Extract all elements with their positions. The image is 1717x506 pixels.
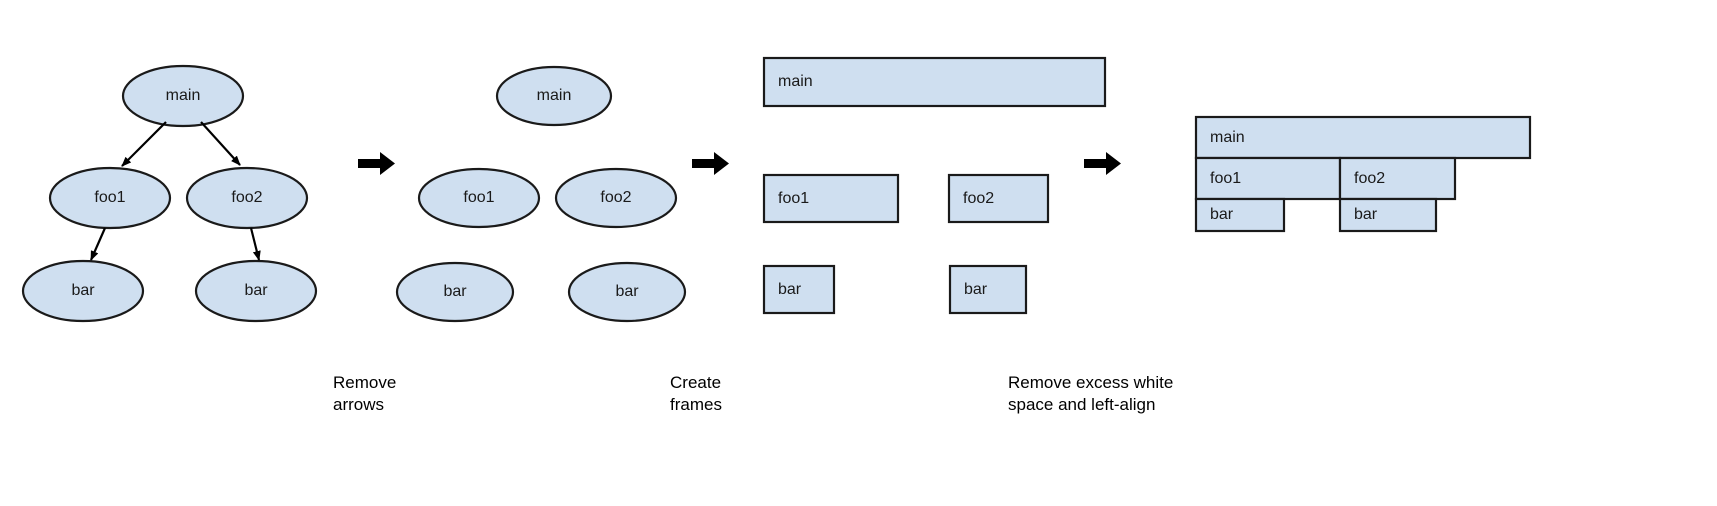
node-frame-foo2[interactable] [1338,156,1457,201]
node-ellipse-main[interactable] [495,65,613,127]
step-arrow-1-icon [358,152,395,175]
caption-remove-whitespace-line1: Remove excess white [1008,373,1174,392]
caption-create-frames: Create frames [670,372,722,416]
node-ellipse-foo2[interactable] [185,166,309,230]
node-ellipse-foo2[interactable] [554,167,678,229]
caption-remove-whitespace-line2: space and left-align [1008,395,1156,414]
node-ellipse-bar[interactable] [194,259,318,323]
node-frame-foo1[interactable] [1194,156,1342,201]
node-ellipse-foo1[interactable] [417,167,541,229]
node-ellipse-foo1[interactable] [48,166,172,230]
flame-graph-compacted [1194,115,1532,233]
node-frame-foo2[interactable] [947,173,1050,224]
node-ellipse-bar[interactable] [395,261,515,323]
caption-remove-arrows-line2: arrows [333,395,385,414]
caption-create-frames-line1: Create [670,373,722,392]
node-frame-main[interactable] [762,56,1107,108]
caption-remove-arrows-line1: Remove [333,373,397,392]
node-ellipse-bar[interactable] [21,259,145,323]
node-frame-bar[interactable] [948,264,1028,315]
call-graph-without-arrows [395,65,687,323]
node-frame-foo1[interactable] [762,173,900,224]
caption-remove-arrows: Remove arrows [333,372,396,416]
call-edge-p1-foo2-to-p1-bar2 [249,227,261,261]
call-edge-p1-main-to-p1-foo2 [200,121,241,166]
node-frame-bar[interactable] [1338,197,1438,233]
node-ellipse-bar[interactable] [567,261,687,323]
rectangular-frames-unaligned [762,56,1107,315]
caption-remove-whitespace: Remove excess white space and left-align [1008,372,1173,416]
node-frame-bar[interactable] [1194,197,1286,233]
call-edge-p1-foo1-to-p1-bar1 [89,227,107,261]
node-ellipse-main[interactable] [121,64,245,128]
caption-create-frames-line2: frames [670,395,722,414]
call-edge-p1-main-to-p1-foo1 [121,121,167,167]
step-arrow-3-icon [1084,152,1121,175]
node-frame-bar[interactable] [762,264,836,315]
node-frame-main[interactable] [1194,115,1532,160]
call-graph-with-arrows [21,64,318,323]
step-arrow-2-icon [692,152,729,175]
